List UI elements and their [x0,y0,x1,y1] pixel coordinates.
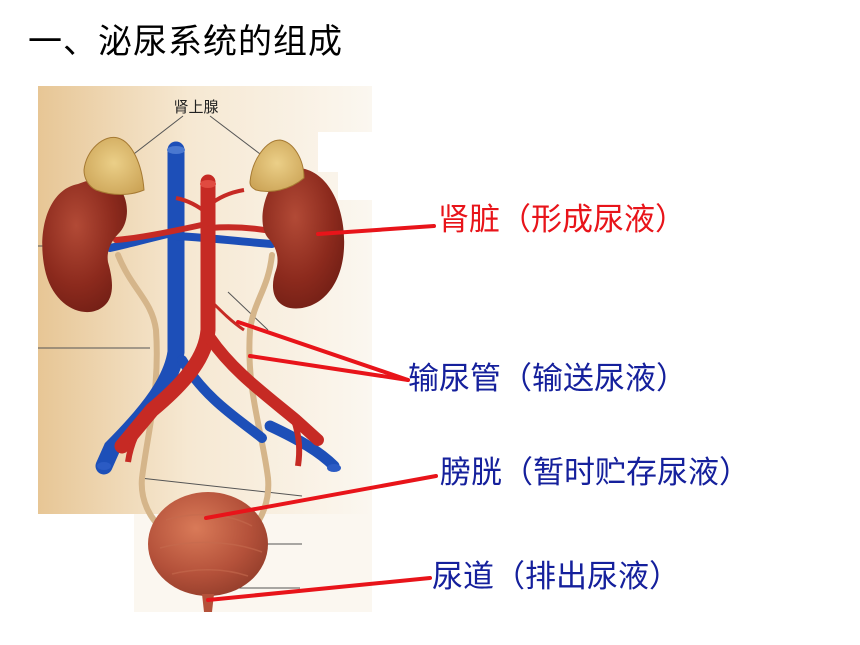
right-iliac-vein [264,420,340,472]
aorta-top [200,180,216,188]
ureter-pointer [236,320,410,382]
bladder-pointer [204,474,438,520]
aortic-branch [208,298,245,332]
aortic-branch [206,188,245,208]
left-adrenal-gland [83,136,145,195]
urethra-stub [202,594,214,612]
urethra-label: 尿道（排出尿液） [432,559,680,595]
bladder [148,492,268,596]
vein-end [97,462,111,470]
iliac-branch [291,419,303,467]
gland-leader-line [125,115,184,161]
bladder-label: 膀胱（暂时贮存尿液） [440,455,750,491]
bladder-texture [159,513,263,577]
right-adrenal-gland [249,139,305,192]
vena-cava-top [167,146,185,154]
renal-artery-left [113,221,209,243]
iliac-branch [125,410,153,463]
right-ureter [246,252,275,535]
kidney-label: 肾脏（形成尿液） [438,202,686,238]
gland-leader-line [209,115,269,161]
aortic-branch [175,196,210,216]
right-kidney [262,168,345,309]
kidney-pointer [316,224,436,236]
aorta-right-branch [204,332,324,446]
leader-line [227,291,269,331]
ureter-pointer [248,354,410,382]
renal-vein-right [172,232,276,248]
slide-title: 一、泌尿系统的组成 [28,22,343,62]
left-kidney [42,178,127,313]
leader-line [139,477,303,497]
ureter-label: 输尿管（输送尿液） [408,361,687,397]
adrenal-gland-caption: 肾上腺 [173,99,218,116]
vein-end [327,464,341,472]
urethra-pointer [206,576,432,602]
